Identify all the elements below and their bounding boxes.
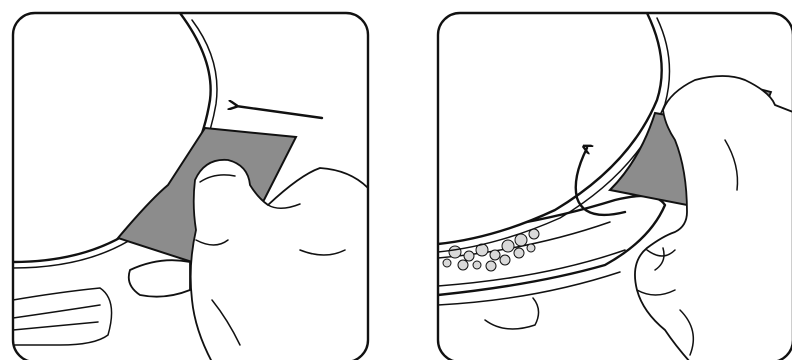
arrow-left-icon	[236, 106, 322, 118]
finger-under	[129, 260, 190, 296]
instruction-panel-left	[0, 0, 367, 360]
hand	[191, 160, 368, 360]
instruction-panel-right	[425, 0, 792, 360]
